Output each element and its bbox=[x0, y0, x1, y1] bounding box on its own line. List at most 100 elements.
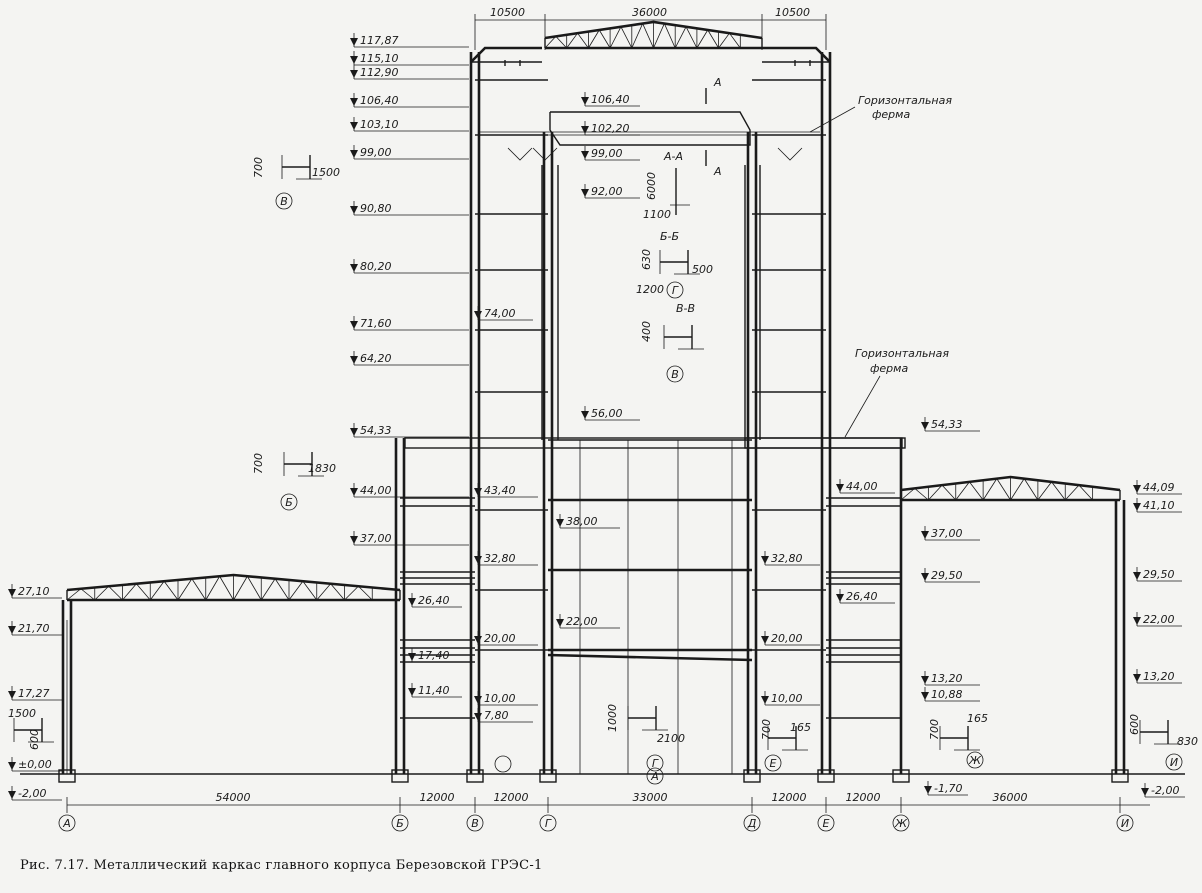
left-bay-roof bbox=[470, 46, 542, 63]
bottom-span-label: 36000 bbox=[993, 791, 1028, 804]
elevation-right: 37,00 bbox=[931, 527, 963, 540]
detail-dim-label: 700 bbox=[252, 157, 265, 178]
elevation-left-column: 80,20 bbox=[360, 260, 392, 273]
axis-bubble bbox=[764, 754, 782, 772]
bottom-span-label: 12000 bbox=[494, 791, 529, 804]
elevation-far-right: 41,10 bbox=[1143, 499, 1175, 512]
foundation-block bbox=[743, 769, 761, 783]
axis-label: Б bbox=[396, 817, 404, 830]
left-hall-roof-truss-diagonal bbox=[205, 576, 220, 601]
left-hall-roof-truss-diagonal bbox=[177, 578, 193, 601]
central-roof-truss-diagonal bbox=[609, 26, 622, 49]
elevation-left-column: 71,60 bbox=[360, 317, 392, 330]
bracket bbox=[532, 147, 558, 161]
left-hall-roof-truss-diagonal bbox=[288, 581, 304, 601]
central-roof-truss-diagonal bbox=[674, 26, 687, 49]
elevation-left-column: 90,80 bbox=[360, 202, 392, 215]
elevation-inner: 102,20 bbox=[591, 122, 630, 135]
central-roof-truss-diagonal bbox=[620, 26, 633, 49]
bunker-top-girder bbox=[549, 111, 751, 146]
axis-bubble bbox=[646, 767, 664, 785]
elevation-left: 26,40 bbox=[418, 594, 450, 607]
bottom-span-label: 54000 bbox=[216, 791, 251, 804]
axis-label: Г bbox=[672, 284, 679, 297]
axis-bubble bbox=[646, 754, 664, 772]
elevation-inner: 20,00 bbox=[484, 632, 516, 645]
right-hall-roof-truss-diagonal bbox=[941, 484, 957, 501]
axis-bubble bbox=[666, 281, 684, 299]
note-leader bbox=[844, 375, 881, 438]
right-hall-roof-truss-diagonal bbox=[1078, 484, 1093, 501]
elevation-far-right: -1,70 bbox=[934, 782, 962, 795]
axis-label: Е bbox=[770, 757, 777, 770]
left-hall-roof-truss-diagonal bbox=[66, 588, 82, 601]
axis-label: А bbox=[62, 817, 71, 830]
right-hall-roof-truss-diagonal bbox=[969, 481, 984, 501]
center-floor-girder bbox=[547, 653, 753, 662]
elevation-left-column: 44,00 bbox=[360, 484, 392, 497]
axis-label: А bbox=[650, 770, 659, 783]
central-roof-truss-diagonal bbox=[718, 32, 730, 49]
axis-bubble bbox=[539, 814, 557, 832]
horizontal-truss-note: ферма bbox=[870, 362, 908, 375]
detail-dim-label: 400 bbox=[640, 321, 653, 342]
axis-bubble bbox=[892, 814, 910, 832]
axis-bubble bbox=[666, 365, 684, 383]
detail-dim-label: 6000 bbox=[645, 172, 658, 200]
bottom-span-label: 12000 bbox=[772, 791, 807, 804]
elevation-left-column: 37,00 bbox=[360, 532, 392, 545]
central-roof-truss-diagonal bbox=[685, 26, 698, 49]
section-mark: А bbox=[713, 165, 722, 178]
top-span-label: 10500 bbox=[490, 6, 525, 19]
right-hall-roof-truss-diagonal bbox=[1037, 481, 1052, 501]
elevation-left-column: 106,40 bbox=[360, 94, 399, 107]
elevation-right: 26,40 bbox=[846, 590, 878, 603]
elevation-right: 44,00 bbox=[846, 480, 878, 493]
axis-bubble bbox=[275, 192, 293, 210]
bottom-span-label: 33000 bbox=[633, 791, 668, 804]
elevation-inner: 106,40 bbox=[591, 93, 630, 106]
left-hall-roof-truss-diagonal bbox=[260, 578, 276, 601]
left-hall-roof-truss-diagonal bbox=[191, 578, 207, 601]
right-hall-roof-truss-diagonal bbox=[1010, 478, 1025, 501]
horizontal-truss-note: Горизонтальная bbox=[858, 94, 952, 107]
detail-dim-label: 1500 bbox=[312, 166, 340, 179]
foundation-block bbox=[817, 769, 835, 783]
section-title: Б-Б bbox=[660, 230, 679, 243]
block-roof-right bbox=[744, 437, 906, 449]
central-roof-truss-diagonal bbox=[663, 23, 676, 49]
right-hall-roof-truss-diagonal bbox=[928, 484, 943, 501]
left-hall-roof-truss-diagonal bbox=[344, 585, 359, 601]
elevation-left-column: 99,00 bbox=[360, 146, 392, 159]
right-hall-roof-truss-diagonal bbox=[900, 488, 915, 501]
section-title: В-В bbox=[676, 302, 695, 315]
central-roof-truss-diagonal bbox=[696, 29, 709, 49]
left-hall-roof-truss-diagonal bbox=[302, 581, 318, 601]
elevation-inner: 22,00 bbox=[566, 615, 598, 628]
elevation-right: 10,88 bbox=[931, 688, 963, 701]
detail-dim-label: 700 bbox=[252, 453, 265, 474]
right-hall-roof-truss-diagonal bbox=[1023, 478, 1039, 501]
elevation-far-right: 44,09 bbox=[1143, 481, 1175, 494]
foundation-block bbox=[58, 769, 76, 783]
top-span-label: 36000 bbox=[632, 6, 667, 19]
axis-bubble bbox=[1165, 753, 1183, 771]
bracket bbox=[777, 147, 803, 161]
central-roof-truss-diagonal bbox=[642, 23, 654, 49]
section-title: А-А bbox=[663, 150, 683, 163]
elevation-inner: 43,40 bbox=[484, 484, 516, 497]
elevation-right: 10,00 bbox=[771, 692, 803, 705]
detail-dim-label: 1830 bbox=[308, 462, 336, 475]
axis-label: В bbox=[280, 195, 288, 208]
bottom-span-label: 12000 bbox=[420, 791, 455, 804]
axis-label: Г bbox=[652, 757, 659, 770]
note-leader bbox=[809, 106, 856, 133]
central-roof-truss-diagonal bbox=[566, 32, 578, 49]
elevation-left: 21,70 bbox=[18, 622, 50, 635]
foundation-block bbox=[466, 769, 484, 783]
foundation-block bbox=[892, 769, 910, 783]
detail-dim-label: 500 bbox=[692, 263, 713, 276]
elevation-right: 29,50 bbox=[931, 569, 963, 582]
central-roof-truss-diagonal bbox=[729, 32, 741, 49]
elevation-inner: 99,00 bbox=[591, 147, 623, 160]
